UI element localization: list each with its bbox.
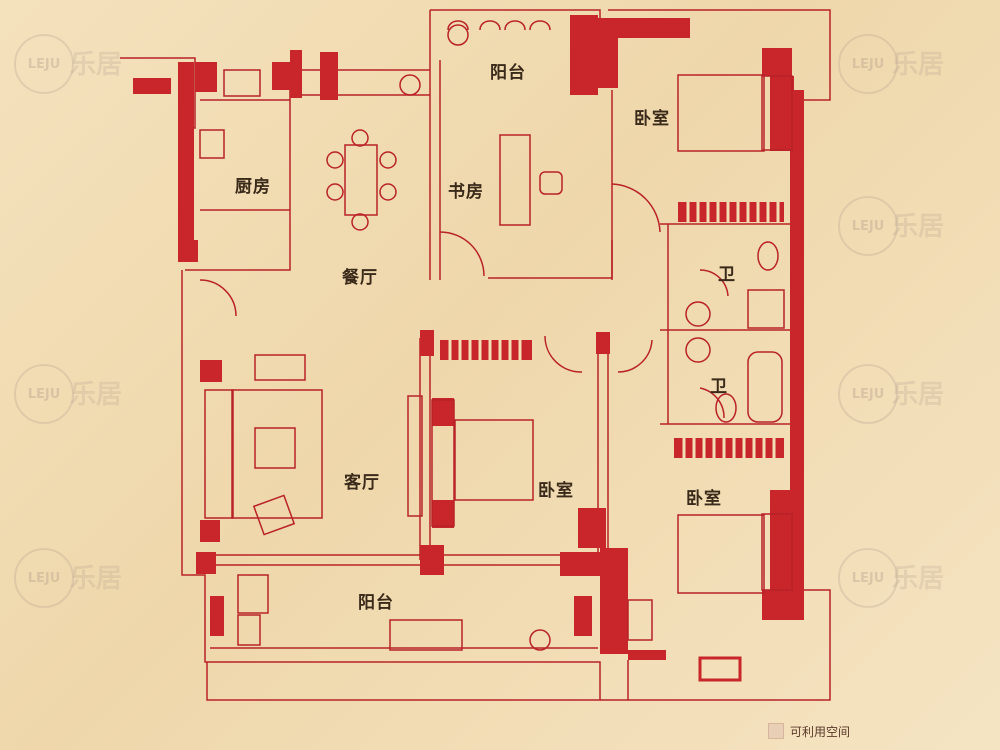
sofa bbox=[204, 389, 234, 519]
kitchen-wall bbox=[185, 62, 291, 271]
watermark-text: 乐居 bbox=[70, 50, 123, 80]
watermark-text: 乐居 bbox=[70, 564, 123, 594]
living-balcony-edge bbox=[210, 554, 598, 566]
room-label-balcony-top: 阳台 bbox=[490, 63, 526, 83]
watermark-text: 乐居 bbox=[892, 50, 945, 80]
wardrobe-center bbox=[440, 340, 532, 360]
room-label-bath-lower: 卫 bbox=[710, 377, 728, 397]
room-label-dining: 餐厅 bbox=[342, 268, 378, 288]
kitchen-west-wall bbox=[178, 62, 194, 262]
kitchen-counter bbox=[200, 99, 290, 211]
room-label-bedroom-se: 卧室 bbox=[686, 489, 722, 509]
wardrobe-bottom bbox=[674, 438, 784, 458]
bathroom-divider bbox=[660, 224, 790, 424]
watermark-logo: LEJU bbox=[14, 364, 74, 424]
watermark-logo: LEJU bbox=[838, 364, 898, 424]
watermark-logo: LEJU bbox=[14, 34, 74, 94]
shower-upper bbox=[747, 289, 785, 329]
west-outline bbox=[181, 270, 601, 701]
study-door-arc bbox=[439, 231, 485, 277]
nightstand-ne bbox=[761, 75, 793, 151]
bed-center bbox=[454, 419, 534, 501]
nightstand-se bbox=[761, 513, 793, 591]
study-desk bbox=[499, 134, 531, 226]
tv-cabinet bbox=[407, 395, 423, 517]
study-south-wall bbox=[488, 90, 613, 279]
living-bedroom-wall bbox=[419, 338, 431, 560]
east-exterior-wall bbox=[790, 90, 804, 620]
bed-se bbox=[677, 514, 765, 594]
bathroom-walls bbox=[660, 223, 790, 425]
watermark-logo: LEJU bbox=[14, 548, 74, 608]
nightstand-center bbox=[431, 399, 455, 527]
dining-balcony-edge bbox=[300, 69, 430, 96]
room-label-living: 客厅 bbox=[344, 473, 380, 493]
toilet-upper bbox=[757, 241, 779, 271]
bedroom-door-arc bbox=[544, 335, 583, 373]
sink bbox=[223, 69, 261, 97]
bath-door-arc bbox=[611, 183, 661, 233]
room-label-bedroom-center: 卧室 bbox=[538, 481, 574, 501]
legend-swatch bbox=[768, 723, 784, 739]
stove bbox=[199, 129, 225, 159]
watermark-logo: LEJU bbox=[838, 548, 898, 608]
room-label-balcony-bottom: 阳台 bbox=[358, 593, 394, 613]
watermark-logo: LEJU bbox=[838, 34, 898, 94]
room-label-bedroom-ne: 卧室 bbox=[634, 109, 670, 129]
watermark-text: 乐居 bbox=[892, 564, 945, 594]
toilet-lower bbox=[715, 393, 737, 423]
northeast-outline bbox=[608, 9, 831, 101]
southeast-outline bbox=[627, 589, 831, 701]
study-west-wall bbox=[429, 50, 441, 280]
dining-table bbox=[344, 144, 378, 216]
watermark-text: 乐居 bbox=[70, 380, 123, 410]
watermark-text: 乐居 bbox=[892, 380, 945, 410]
legend-label: 可利用空间 bbox=[790, 724, 851, 739]
bed-ne bbox=[677, 74, 765, 152]
room-label-study: 书房 bbox=[448, 182, 484, 202]
bathtub bbox=[747, 351, 783, 423]
kitchen-bay-window bbox=[133, 78, 171, 94]
legend: 可利用空间 bbox=[768, 722, 850, 740]
room-label-bath-upper: 卫 bbox=[718, 265, 736, 285]
top-balcony-outline bbox=[429, 9, 601, 50]
room-label-kitchen: 厨房 bbox=[235, 177, 271, 197]
watermark-text: 乐居 bbox=[892, 212, 945, 242]
coffee-table-area bbox=[231, 389, 323, 519]
entry-door-arc bbox=[199, 279, 237, 317]
watermark-logo: LEJU bbox=[838, 196, 898, 256]
